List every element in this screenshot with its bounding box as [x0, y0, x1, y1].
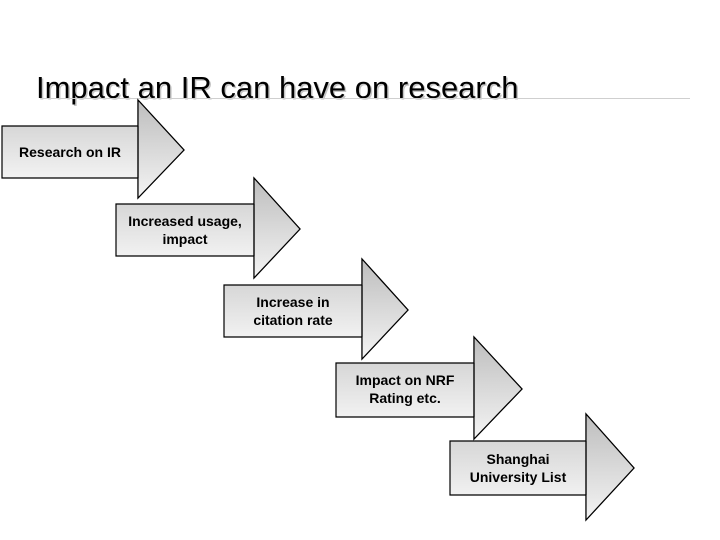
- arrow-head-shape: [585, 412, 635, 522]
- title-divider: [40, 98, 690, 99]
- arrow-shanghai-university-list[interactable]: Shanghai University List: [449, 412, 638, 522]
